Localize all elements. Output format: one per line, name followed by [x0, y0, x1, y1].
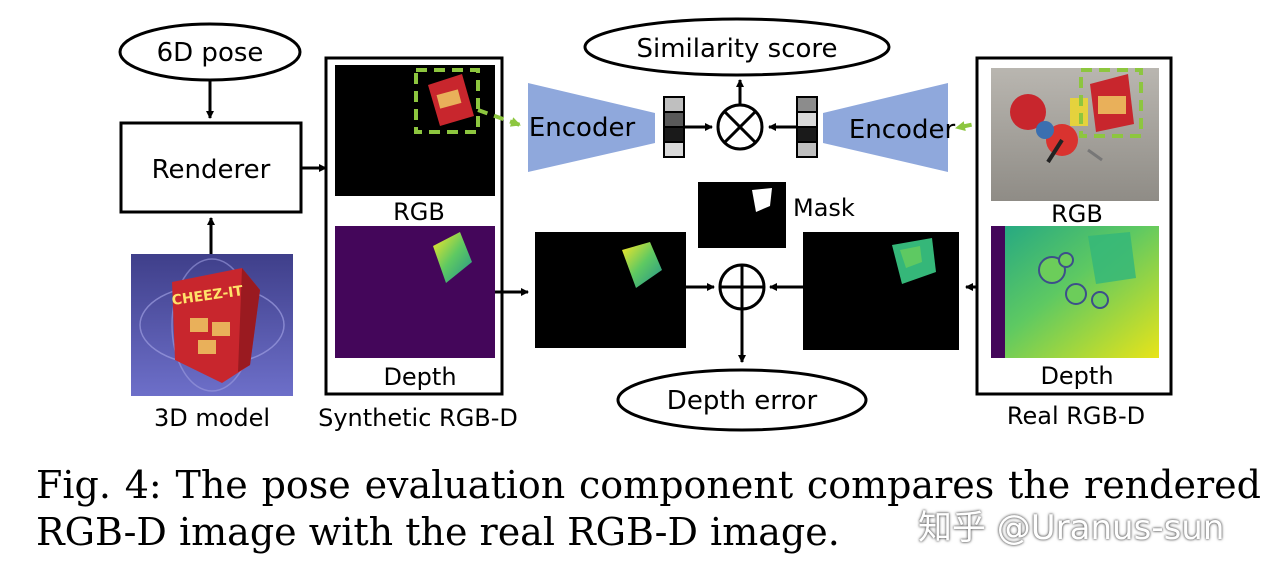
similarity-label: Similarity score [636, 34, 837, 64]
encoder-right [823, 83, 948, 172]
caption-word: Fig. [36, 463, 111, 507]
synthetic-crop-box [414, 68, 480, 134]
depth-error-node [616, 368, 868, 432]
pose-label: 6D pose [157, 38, 264, 68]
caption-word: compares [806, 463, 995, 507]
depth-error-label: Depth error [667, 386, 818, 416]
similarity-node [583, 17, 891, 77]
renderer-box [119, 121, 303, 214]
synthetic-group-label: Synthetic RGB-D [318, 404, 518, 432]
masked-synthetic-depth [535, 232, 686, 348]
caption-word: pose [261, 463, 351, 507]
caption-line-2: RGB-D image with the real RGB-D image. [36, 510, 840, 554]
real-depth-label: Depth [1040, 362, 1113, 390]
caption-line-1: Fig. 4: The pose evaluation component co… [36, 462, 1261, 509]
encoder-left-label: Encoder [529, 113, 636, 143]
diagram: 6D pose Renderer CHEEZ-IT 3D model RGB D… [118, 17, 1173, 432]
real-depth-image [991, 226, 1159, 358]
synthetic-depth-object [433, 232, 472, 283]
caption-word: the [1008, 463, 1071, 507]
synthetic-rgb-object [428, 74, 474, 126]
model-label: 3D model [154, 404, 270, 432]
synthetic-depth-image [335, 226, 495, 358]
3d-model-image: CHEEZ-IT [131, 254, 293, 396]
synthetic-rgb-label: RGB [393, 198, 445, 226]
caption-word: rendered [1084, 463, 1261, 507]
caption-word: 4: [124, 463, 162, 507]
watermark: 知乎 @Uranus-sun [918, 508, 1225, 548]
mask-label: Mask [793, 194, 855, 222]
figure-caption: Fig. 4: The pose evaluation component co… [36, 462, 1261, 556]
encoder-left [528, 83, 655, 172]
real-group-label: Real RGB-D [1007, 402, 1145, 430]
real-rgb-label: RGB [1051, 200, 1103, 228]
crop-to-encoder-left [477, 108, 521, 127]
caption-word: component [579, 463, 794, 507]
masked-real-depth [803, 232, 959, 350]
mask-image [698, 182, 786, 248]
renderer-label: Renderer [152, 155, 271, 185]
real-crop-box [1079, 68, 1143, 138]
feature-vector-left [663, 96, 685, 158]
synthetic-depth-label: Depth [383, 363, 456, 391]
caption-word: The [175, 463, 248, 507]
caption-word: evaluation [364, 463, 566, 507]
feature-vector-right [796, 96, 818, 158]
encoder-right-label: Encoder [849, 115, 956, 145]
